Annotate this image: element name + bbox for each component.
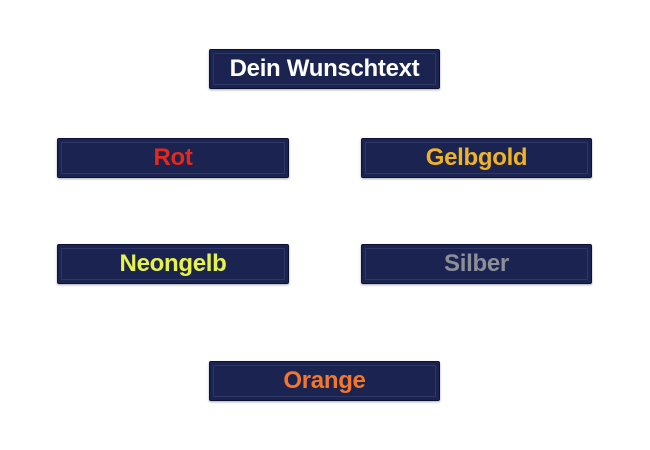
patch-label: Gelbgold xyxy=(425,144,528,171)
patch-label: Orange xyxy=(283,367,366,394)
name-patch-red: Rot xyxy=(57,138,289,178)
patch-label: Neongelb xyxy=(119,250,227,277)
name-patch-orange: Orange xyxy=(209,361,440,401)
patch-label: Rot xyxy=(153,144,193,171)
name-patch-gold: Gelbgold xyxy=(361,138,592,178)
name-patch-neon-yellow: Neongelb xyxy=(57,244,289,284)
patch-label: Silber xyxy=(444,250,509,277)
name-patch-silver: Silber xyxy=(361,244,592,284)
patch-label: Dein Wunschtext xyxy=(229,55,420,82)
name-patch-white: Dein Wunschtext xyxy=(209,49,440,89)
